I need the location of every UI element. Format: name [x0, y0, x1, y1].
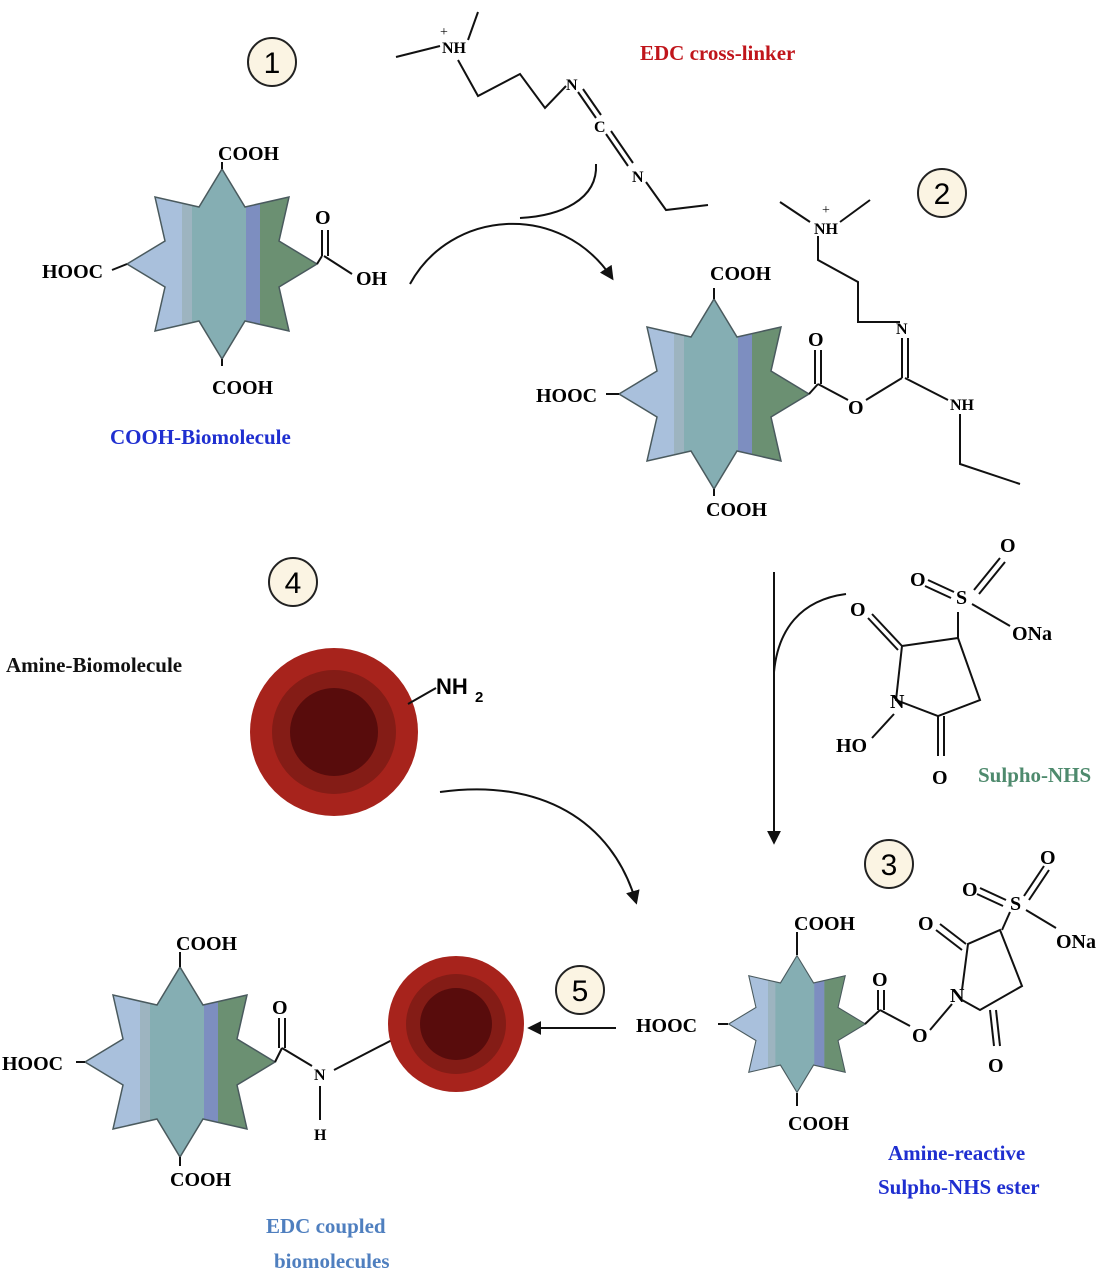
svg-text:N: N — [314, 1067, 326, 1084]
svg-text:HOOC: HOOC — [42, 261, 103, 283]
ester-label-line1: Amine-reactive — [888, 1141, 1025, 1165]
step-3-badge: 3 — [864, 839, 914, 889]
svg-text:O: O — [272, 997, 288, 1019]
svg-text:COOH: COOH — [706, 499, 768, 521]
coupled-label-line2: biomolecules — [274, 1249, 390, 1271]
svg-text:N: N — [896, 321, 908, 338]
svg-text:HOOC: HOOC — [2, 1053, 63, 1075]
svg-text:S: S — [956, 587, 967, 609]
sulpho-nhs-entry-curve — [773, 593, 847, 673]
svg-text:+: + — [440, 25, 448, 40]
svg-text:O: O — [315, 207, 331, 229]
svg-text:NH: NH — [814, 221, 839, 238]
arrow-step1-to-2 — [409, 222, 614, 285]
svg-text:O: O — [850, 599, 866, 621]
cooh-biomolecule: COOH COOH HOOC O OH COOH-Biomolecule — [42, 143, 388, 449]
edc-label: EDC cross-linker — [640, 41, 795, 65]
svg-text:+: + — [822, 203, 830, 218]
sulpho-nhs-ester: COOH COOH HOOC O O N O O S O O ONa Amine… — [636, 847, 1096, 1199]
svg-text:O: O — [932, 767, 948, 789]
edc-entry-curve — [519, 163, 598, 219]
amine-biomolecule-label: Amine-Biomolecule — [6, 653, 182, 677]
svg-text:OH: OH — [356, 268, 388, 290]
svg-text:S: S — [1010, 893, 1021, 915]
arrow-step4-to-3 — [439, 788, 640, 905]
svg-text:2: 2 — [934, 178, 951, 211]
svg-text:NH: NH — [436, 674, 468, 699]
svg-text:O: O — [912, 1025, 928, 1047]
svg-text:COOH: COOH — [788, 1113, 850, 1135]
svg-text:O: O — [918, 913, 934, 935]
svg-text:HO: HO — [836, 735, 867, 757]
svg-text:O: O — [1040, 847, 1056, 869]
svg-text:COOH: COOH — [176, 933, 238, 955]
sulpho-nhs-molecule: O O N HO S O O ONa Sulpho-NHS — [836, 535, 1091, 789]
svg-text:1: 1 — [264, 47, 281, 80]
svg-text:N: N — [950, 985, 965, 1007]
step-5-badge: 5 — [555, 965, 605, 1015]
svg-text:ONa: ONa — [1012, 623, 1052, 645]
svg-text:O: O — [962, 879, 978, 901]
svg-text:N: N — [566, 77, 578, 94]
svg-text:O: O — [848, 397, 864, 419]
edc-molecule: NH + N C N EDC cross-linker — [395, 11, 795, 212]
svg-text:N: N — [632, 169, 644, 186]
coupled-label-line1: EDC coupled — [266, 1214, 386, 1238]
step-4-badge: 4 — [268, 557, 318, 607]
coupled-product: COOH COOH HOOC O N H EDC coupled biomole… — [2, 933, 524, 1271]
svg-text:O: O — [1000, 535, 1016, 557]
svg-text:COOH: COOH — [218, 143, 280, 165]
cooh-biomolecule-label: COOH-Biomolecule — [110, 425, 291, 449]
step-1-badge: 1 — [247, 37, 297, 87]
ester-label-line2: Sulpho-NHS ester — [878, 1175, 1040, 1199]
acylisourea-intermediate: COOH COOH HOOC O O N NH NH + — [536, 199, 1021, 521]
svg-text:4: 4 — [285, 567, 302, 600]
svg-text:COOH: COOH — [170, 1169, 232, 1191]
svg-text:3: 3 — [881, 849, 898, 882]
svg-text:ONa: ONa — [1056, 931, 1096, 953]
svg-text:C: C — [594, 119, 606, 136]
svg-text:COOH: COOH — [212, 377, 274, 399]
svg-text:5: 5 — [572, 975, 589, 1008]
step-2-badge: 2 — [917, 168, 967, 218]
svg-text:HOOC: HOOC — [636, 1015, 697, 1037]
sulpho-nhs-label: Sulpho-NHS — [978, 763, 1091, 787]
svg-text:O: O — [808, 329, 824, 351]
svg-text:O: O — [872, 969, 888, 991]
svg-text:N: N — [890, 691, 905, 713]
svg-text:O: O — [988, 1055, 1004, 1077]
svg-text:COOH: COOH — [710, 263, 772, 285]
svg-text:2: 2 — [475, 689, 483, 706]
svg-text:COOH: COOH — [794, 913, 856, 935]
amine-biomolecule: NH 2 Amine-Biomolecule — [6, 648, 483, 816]
svg-text:NH: NH — [442, 40, 467, 57]
svg-text:HOOC: HOOC — [536, 385, 597, 407]
svg-text:O: O — [910, 569, 926, 591]
svg-text:NH: NH — [950, 397, 975, 414]
svg-text:H: H — [314, 1127, 327, 1144]
